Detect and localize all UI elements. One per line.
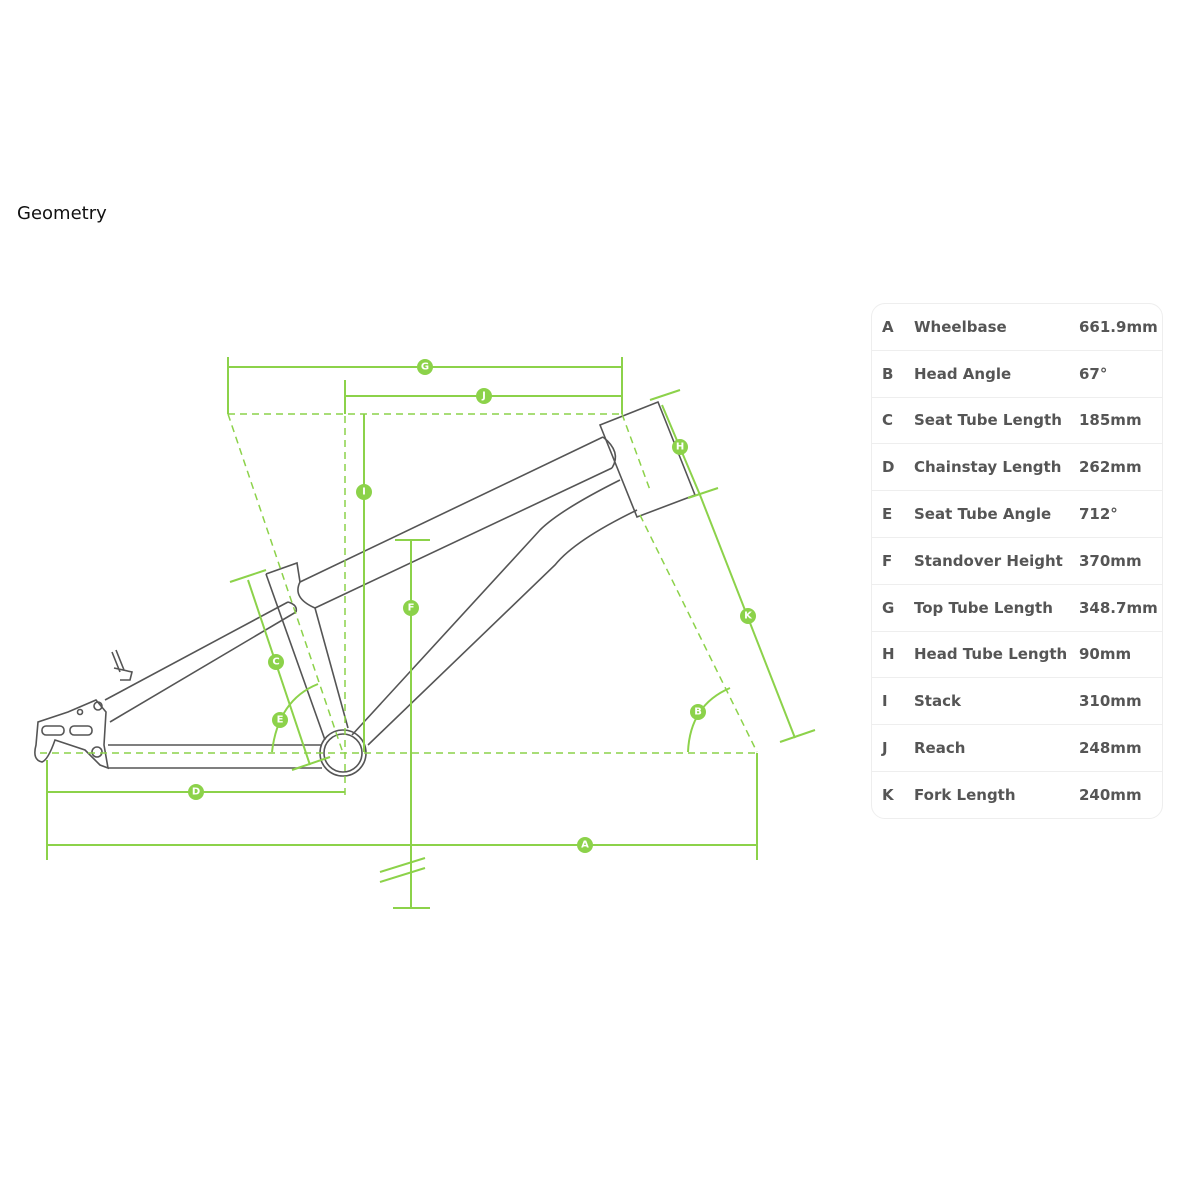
svg-text:H: H bbox=[676, 442, 684, 453]
svg-text:I: I bbox=[362, 487, 366, 498]
row-name: Top Tube Length bbox=[914, 598, 1053, 617]
table-row: C Seat Tube Length 185mm bbox=[872, 396, 1162, 444]
row-name: Seat Tube Angle bbox=[914, 505, 1052, 524]
label-g: G bbox=[417, 359, 433, 375]
row-value: 248mm bbox=[1079, 739, 1142, 758]
row-value: 67° bbox=[1079, 364, 1108, 383]
row-name: Fork Length bbox=[914, 785, 1016, 804]
table-row: J Reach 248mm bbox=[872, 724, 1162, 771]
row-key: B bbox=[882, 364, 894, 383]
svg-text:G: G bbox=[421, 362, 429, 373]
row-value: 90mm bbox=[1079, 645, 1132, 664]
row-value: 348.7mm bbox=[1079, 598, 1158, 617]
row-name: Wheelbase bbox=[914, 317, 1007, 336]
frame-geometry-diagram: G J I F H K B C E D A bbox=[34, 357, 816, 909]
table-row: D Chainstay Length 262mm bbox=[872, 443, 1162, 490]
label-h: H bbox=[672, 439, 688, 455]
row-name: Chainstay Length bbox=[914, 458, 1062, 477]
label-c: C bbox=[268, 654, 284, 670]
label-j: J bbox=[476, 388, 492, 404]
row-key: H bbox=[882, 645, 895, 664]
geometry-table: A Wheelbase 661.9mm B Head Angle 67° C Seat T… bbox=[871, 303, 1163, 819]
row-key: G bbox=[882, 598, 895, 617]
row-name: Reach bbox=[914, 739, 966, 758]
label-d: D bbox=[188, 784, 204, 800]
row-value: 370mm bbox=[1079, 551, 1142, 570]
svg-text:B: B bbox=[694, 707, 702, 718]
row-name: Head Angle bbox=[914, 364, 1012, 383]
row-key: A bbox=[882, 317, 894, 336]
dimension-lines bbox=[40, 357, 816, 909]
row-value: 185mm bbox=[1079, 411, 1142, 430]
svg-text:F: F bbox=[408, 603, 415, 614]
row-key: J bbox=[882, 739, 888, 758]
table-row: E Seat Tube Angle 712° bbox=[872, 490, 1162, 537]
label-a: A bbox=[577, 837, 593, 853]
table-row: I Stack 310mm bbox=[872, 677, 1162, 724]
row-key: F bbox=[882, 551, 893, 570]
row-name: Stack bbox=[914, 692, 961, 711]
row-value: 310mm bbox=[1079, 692, 1142, 711]
row-value: 240mm bbox=[1079, 785, 1142, 804]
svg-text:J: J bbox=[481, 391, 486, 402]
row-key: K bbox=[882, 785, 894, 804]
label-e: E bbox=[272, 712, 288, 728]
table-row: G Top Tube Length 348.7mm bbox=[872, 583, 1162, 631]
table-row: A Wheelbase 661.9mm bbox=[872, 304, 1162, 350]
row-key: I bbox=[882, 692, 888, 711]
label-f: F bbox=[403, 600, 419, 616]
label-k: K bbox=[740, 608, 756, 624]
row-name: Head Tube Length bbox=[914, 645, 1068, 664]
row-value: 262mm bbox=[1079, 458, 1142, 477]
table-row: F Standover Height 370mm bbox=[872, 536, 1162, 584]
table-row: B Head Angle 67° bbox=[872, 349, 1162, 397]
row-name: Seat Tube Length bbox=[914, 411, 1062, 430]
dimension-labels: G J I F H K B C E D A bbox=[188, 359, 756, 853]
row-key: D bbox=[882, 458, 895, 477]
row-value: 712° bbox=[1079, 505, 1118, 524]
row-key: C bbox=[882, 411, 894, 430]
svg-text:A: A bbox=[581, 840, 589, 851]
row-value: 661.9mm bbox=[1079, 317, 1158, 336]
page-title: Geometry bbox=[17, 203, 107, 224]
row-key: E bbox=[882, 505, 893, 524]
svg-text:D: D bbox=[192, 787, 200, 798]
svg-text:C: C bbox=[272, 657, 279, 668]
table-row: H Head Tube Length 90mm bbox=[872, 630, 1162, 678]
table-row: K Fork Length 240mm bbox=[872, 770, 1162, 818]
label-i: I bbox=[356, 484, 372, 500]
svg-text:K: K bbox=[744, 611, 753, 622]
svg-text:E: E bbox=[277, 715, 284, 726]
label-b: B bbox=[690, 704, 706, 720]
row-name: Standover Height bbox=[914, 551, 1063, 570]
